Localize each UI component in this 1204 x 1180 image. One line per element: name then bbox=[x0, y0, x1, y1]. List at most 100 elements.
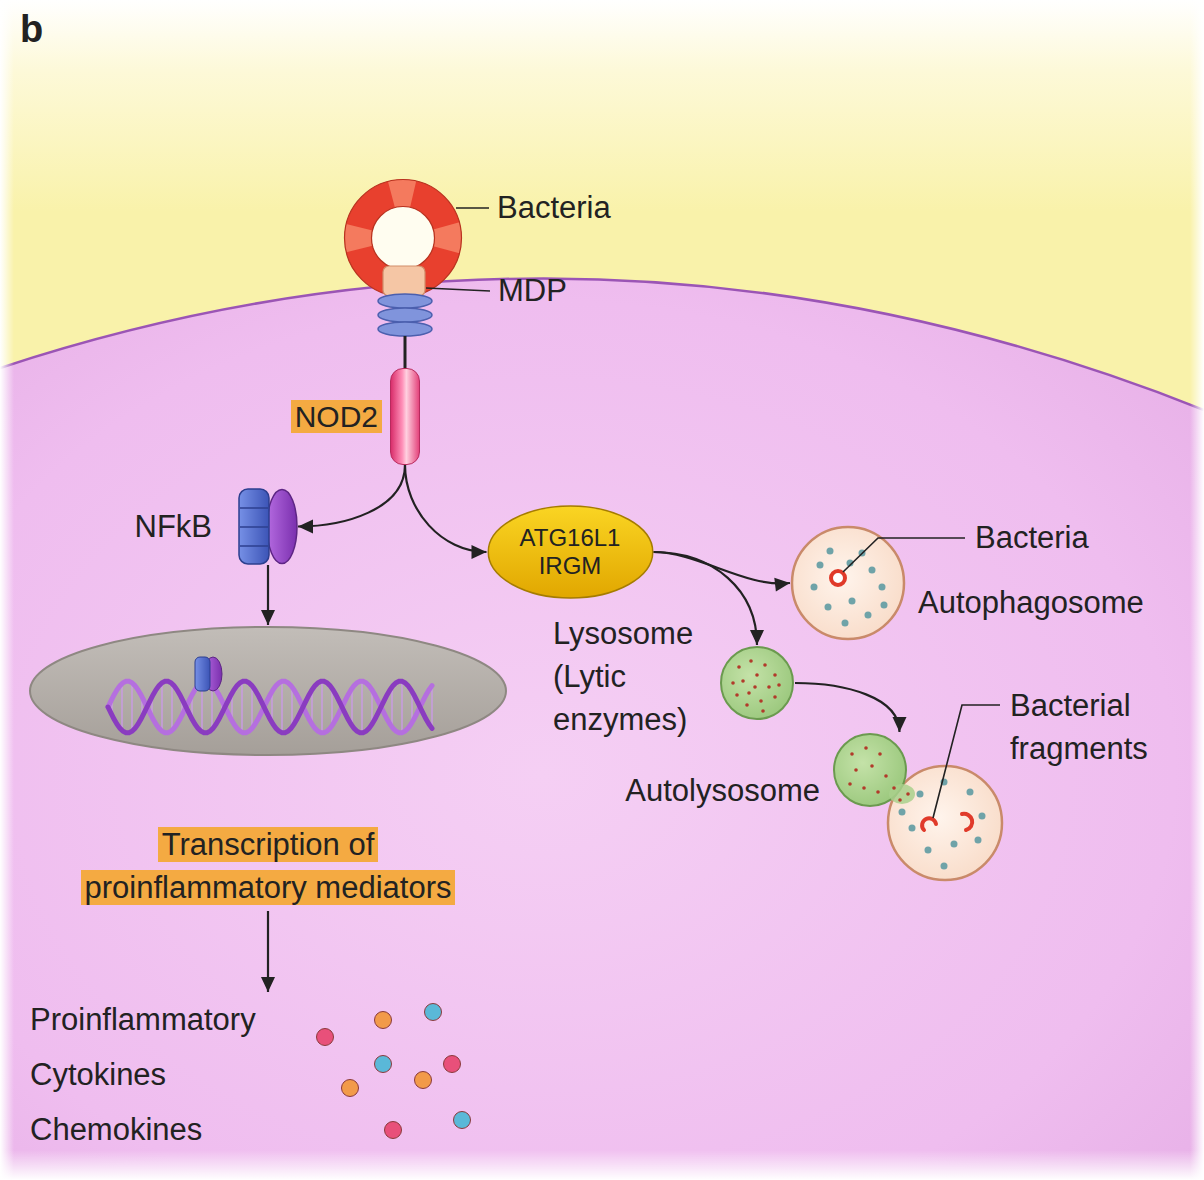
vesicle-dot bbox=[849, 598, 856, 605]
label-holder: Lysosome (Lytic enzymes) bbox=[553, 612, 693, 741]
nucleus-node: Transcription of proinflammatory mediato… bbox=[28, 625, 508, 911]
mediator-dot bbox=[317, 1029, 334, 1046]
process-label: Transcription of proinflammatory mediato… bbox=[81, 827, 456, 905]
part-label: Bacteria bbox=[497, 190, 611, 225]
vesicle-dot bbox=[879, 584, 886, 591]
engulfed-bacteria bbox=[831, 571, 845, 585]
enzyme-dot bbox=[850, 752, 854, 756]
leader-line bbox=[426, 288, 490, 291]
dna-strand bbox=[108, 681, 432, 733]
arrow-head bbox=[750, 630, 764, 645]
enzyme-dot bbox=[737, 665, 741, 669]
bacterial-fragment bbox=[962, 814, 972, 830]
enzyme-dot bbox=[864, 746, 868, 750]
part-label: Bacteria bbox=[975, 520, 1089, 555]
vesicle-dot bbox=[979, 813, 986, 820]
fusion-zone bbox=[889, 784, 915, 804]
arrow-head bbox=[261, 610, 275, 625]
enzyme-dot bbox=[777, 683, 781, 687]
nfkb-subunit bbox=[267, 490, 297, 564]
mediator-dot bbox=[444, 1056, 461, 1073]
bacteria-outline bbox=[372, 207, 435, 270]
enzyme-dot bbox=[878, 752, 882, 756]
cell-cytoplasm bbox=[0, 278, 1204, 1180]
enzyme-dot bbox=[735, 693, 739, 697]
enzyme-dot bbox=[761, 709, 765, 713]
gene-ellipse bbox=[488, 506, 652, 598]
vesicle-dot bbox=[909, 825, 916, 832]
enzyme-dot bbox=[741, 679, 745, 683]
dna-rung bbox=[361, 681, 363, 733]
bacteria-core bbox=[371, 206, 435, 270]
mediator-dot bbox=[342, 1080, 359, 1097]
enzyme-dot bbox=[906, 792, 910, 796]
enzyme-dot bbox=[745, 703, 749, 707]
vesicle-dot bbox=[941, 863, 948, 870]
nfkb-segment-line bbox=[240, 526, 268, 528]
vesicle-dot bbox=[899, 809, 906, 816]
label-holder: b bbox=[20, 6, 43, 52]
enzyme-dot bbox=[898, 798, 902, 802]
label-holder: Autolysosome bbox=[625, 771, 820, 811]
vesicle-dot bbox=[951, 841, 958, 848]
leader-line bbox=[456, 207, 489, 209]
gene-ellipse-node: ATG16L1 IRGM bbox=[487, 505, 654, 599]
arrow-head bbox=[893, 717, 907, 732]
vesicle-dot bbox=[975, 837, 982, 844]
leader-line bbox=[843, 538, 965, 572]
bacterial-fragment bbox=[922, 818, 936, 830]
enzyme-dot bbox=[848, 782, 852, 786]
part-label: Bacterial fragments bbox=[1010, 688, 1148, 766]
arrow-connector bbox=[795, 683, 907, 732]
protein-label: NFkB bbox=[135, 509, 213, 544]
edge-fade bbox=[0, 1150, 1204, 1180]
enzyme-dot bbox=[753, 685, 757, 689]
connector-line bbox=[795, 683, 900, 732]
autolysosome-membrane bbox=[888, 766, 1002, 880]
organelle-label: Autolysosome bbox=[625, 773, 820, 808]
mediator-dot bbox=[385, 1122, 402, 1139]
nucleus-shape bbox=[28, 625, 508, 757]
vesicle-dot bbox=[865, 612, 872, 619]
autophagosome-circle: Autophagosome bbox=[790, 525, 906, 641]
vesicle-dot bbox=[825, 604, 832, 611]
dna-rung bbox=[171, 684, 173, 731]
nfkb-icon bbox=[238, 488, 298, 565]
enzyme-dot bbox=[749, 659, 753, 663]
protein-label: NOD2 bbox=[291, 400, 382, 433]
lysosome-circle: Lysosome (Lytic enzymes) bbox=[719, 645, 795, 721]
part-label: MDP bbox=[498, 273, 567, 308]
dna-strand bbox=[108, 681, 432, 733]
label-holder: Transcription of proinflammatory mediato… bbox=[68, 823, 468, 909]
arrow-head bbox=[298, 520, 313, 534]
dna-rung bbox=[431, 686, 433, 729]
output-label: Proinflammatory Cytokines Chemokines bbox=[30, 1002, 256, 1147]
mediator-dot bbox=[375, 1012, 392, 1029]
label-holder: Bacteria bbox=[497, 189, 611, 227]
dna-rung bbox=[161, 683, 163, 732]
enzyme-dot bbox=[767, 685, 771, 689]
connector-line bbox=[405, 465, 487, 552]
dna-rung bbox=[401, 681, 403, 733]
arrow-head bbox=[774, 578, 790, 592]
enzyme-dot bbox=[773, 695, 777, 699]
label-holder: Proinflammatory Cytokines Chemokines bbox=[30, 992, 256, 1157]
organelle-label: Autophagosome bbox=[918, 585, 1144, 620]
enzyme-dot bbox=[773, 673, 777, 677]
enzyme-dot bbox=[759, 699, 763, 703]
label-holder: Bacterial fragments bbox=[1010, 684, 1148, 770]
label-holder: NFkB bbox=[135, 508, 213, 546]
autolysosome-shape bbox=[832, 732, 1005, 882]
mediator-dot bbox=[375, 1056, 392, 1073]
dna-rung bbox=[251, 686, 253, 729]
mediator-dot bbox=[454, 1112, 471, 1129]
nfkb-segment-line bbox=[240, 545, 268, 547]
autolysosome-shape: Autolysosome bbox=[832, 732, 1005, 882]
gene-label: ATG16L1 IRGM bbox=[520, 524, 621, 579]
receptor-bar: NOD2 bbox=[390, 368, 420, 465]
vesicle-dot bbox=[881, 602, 888, 609]
arrow-head bbox=[472, 545, 487, 559]
enzyme-dot bbox=[854, 768, 858, 772]
dna-rung bbox=[241, 682, 243, 733]
edge-fade bbox=[0, 0, 14, 1180]
